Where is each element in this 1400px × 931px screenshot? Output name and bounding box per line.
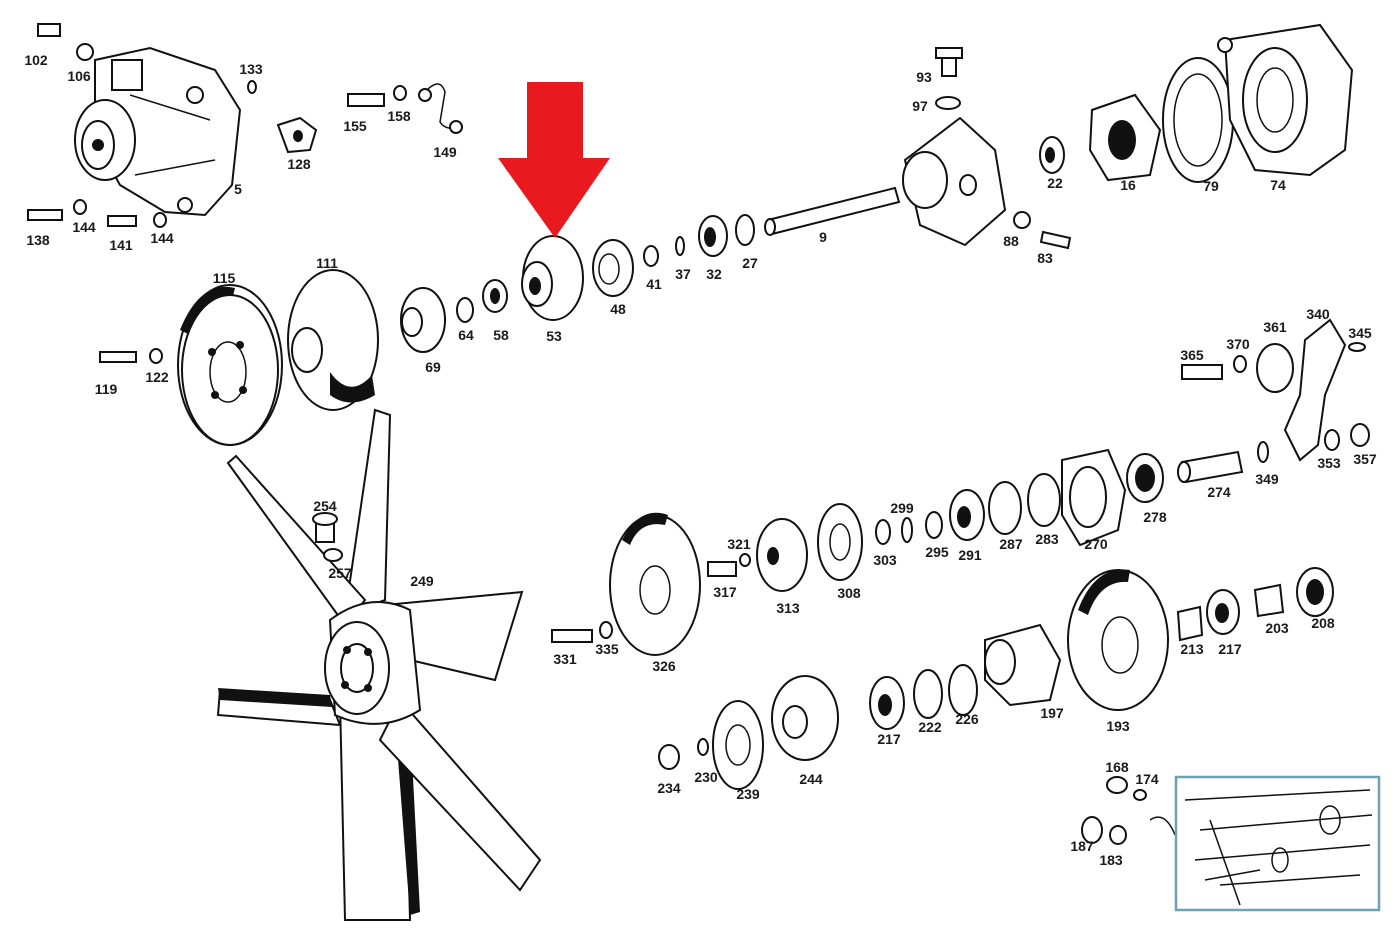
part-label: 303 — [873, 552, 897, 568]
part-label: 93 — [916, 69, 932, 85]
pulley-bearing-line — [99, 214, 755, 446]
part-label: 340 — [1306, 306, 1330, 322]
part-label: 299 — [890, 500, 914, 516]
part-label: 41 — [646, 276, 662, 292]
part-label: 149 — [433, 144, 457, 160]
part-label: 349 — [1255, 471, 1279, 487]
part-label: 174 — [1135, 771, 1159, 787]
part-label: 308 — [837, 585, 861, 601]
part-labels: 102 106 133 5 138 144 141 144 128 155 15… — [24, 52, 1377, 868]
part-label: 37 — [675, 266, 691, 282]
part-label: 370 — [1226, 336, 1250, 352]
part-label: 158 — [387, 108, 411, 124]
part-label: 141 — [109, 237, 133, 253]
part-label: 144 — [72, 219, 96, 235]
part-label: 133 — [239, 61, 263, 77]
part-label: 274 — [1207, 484, 1231, 500]
part-label: 270 — [1084, 536, 1108, 552]
part-label: 331 — [553, 651, 577, 667]
part-label: 64 — [458, 327, 474, 343]
part-label: 5 — [234, 181, 242, 197]
part-label: 365 — [1180, 347, 1204, 363]
part-label: 144 — [150, 230, 174, 246]
part-label: 187 — [1070, 838, 1094, 854]
part-label: 16 — [1120, 177, 1136, 193]
part-label: 138 — [26, 232, 50, 248]
part-label: 97 — [912, 98, 928, 114]
part-label: 295 — [925, 544, 949, 560]
part-label: 335 — [595, 641, 619, 657]
part-label: 234 — [657, 780, 681, 796]
part-label: 326 — [652, 658, 676, 674]
part-label: 213 — [1180, 641, 1204, 657]
part-label: 9 — [819, 229, 827, 245]
part-label: 48 — [610, 301, 626, 317]
part-label: 226 — [955, 711, 979, 727]
part-label: 217 — [877, 731, 901, 747]
part-label: 58 — [493, 327, 509, 343]
highlight-arrow — [498, 82, 610, 238]
part-label: 79 — [1203, 178, 1219, 194]
part-label: 69 — [425, 359, 441, 375]
part-label: 111 — [316, 255, 338, 271]
part-label: 313 — [776, 600, 800, 616]
part-label: 291 — [958, 547, 982, 563]
water-pump-assembly — [27, 23, 257, 228]
small-parts-top — [276, 83, 463, 154]
part-label: 321 — [727, 536, 751, 552]
part-label: 168 — [1105, 759, 1129, 775]
part-label: 32 — [706, 266, 722, 282]
part-label: 22 — [1047, 175, 1063, 191]
shaft-and-housing-assembly — [764, 23, 1354, 250]
part-label: 155 — [343, 118, 367, 134]
part-label: 283 — [1035, 531, 1059, 547]
part-label: 239 — [736, 786, 760, 802]
part-label: 278 — [1143, 509, 1167, 525]
part-label: 53 — [546, 328, 562, 344]
part-label: 230 — [694, 769, 718, 785]
bracket-group — [1181, 318, 1370, 463]
second-drive-line — [551, 448, 1244, 656]
part-label: 193 — [1106, 718, 1130, 734]
part-label: 353 — [1317, 455, 1341, 471]
part-label: 217 — [1218, 641, 1242, 657]
part-label: 287 — [999, 536, 1023, 552]
part-label: 197 — [1040, 705, 1064, 721]
part-label: 203 — [1265, 620, 1289, 636]
part-label: 115 — [213, 270, 236, 286]
part-label: 257 — [328, 565, 352, 581]
part-label: 254 — [313, 498, 337, 514]
part-label: 74 — [1270, 177, 1286, 193]
part-label: 83 — [1037, 250, 1053, 266]
part-label: 27 — [742, 255, 758, 271]
part-label: 222 — [918, 719, 942, 735]
part-label: 122 — [145, 369, 169, 385]
part-label: 244 — [799, 771, 823, 787]
part-label: 361 — [1263, 319, 1287, 335]
part-label: 102 — [24, 52, 48, 68]
part-label: 183 — [1099, 852, 1123, 868]
fan-assembly — [216, 408, 542, 921]
part-label: 106 — [67, 68, 91, 84]
part-label: 249 — [410, 573, 434, 589]
part-label: 357 — [1353, 451, 1377, 467]
part-label: 208 — [1311, 615, 1335, 631]
part-label: 88 — [1003, 233, 1019, 249]
part-label: 345 — [1348, 325, 1372, 341]
overview-inset — [1174, 775, 1381, 912]
part-label: 128 — [287, 156, 311, 172]
small-parts-bottom — [1081, 776, 1176, 845]
part-label: 317 — [713, 584, 737, 600]
lower-drive-line — [658, 567, 1334, 790]
part-label: 119 — [95, 381, 118, 397]
